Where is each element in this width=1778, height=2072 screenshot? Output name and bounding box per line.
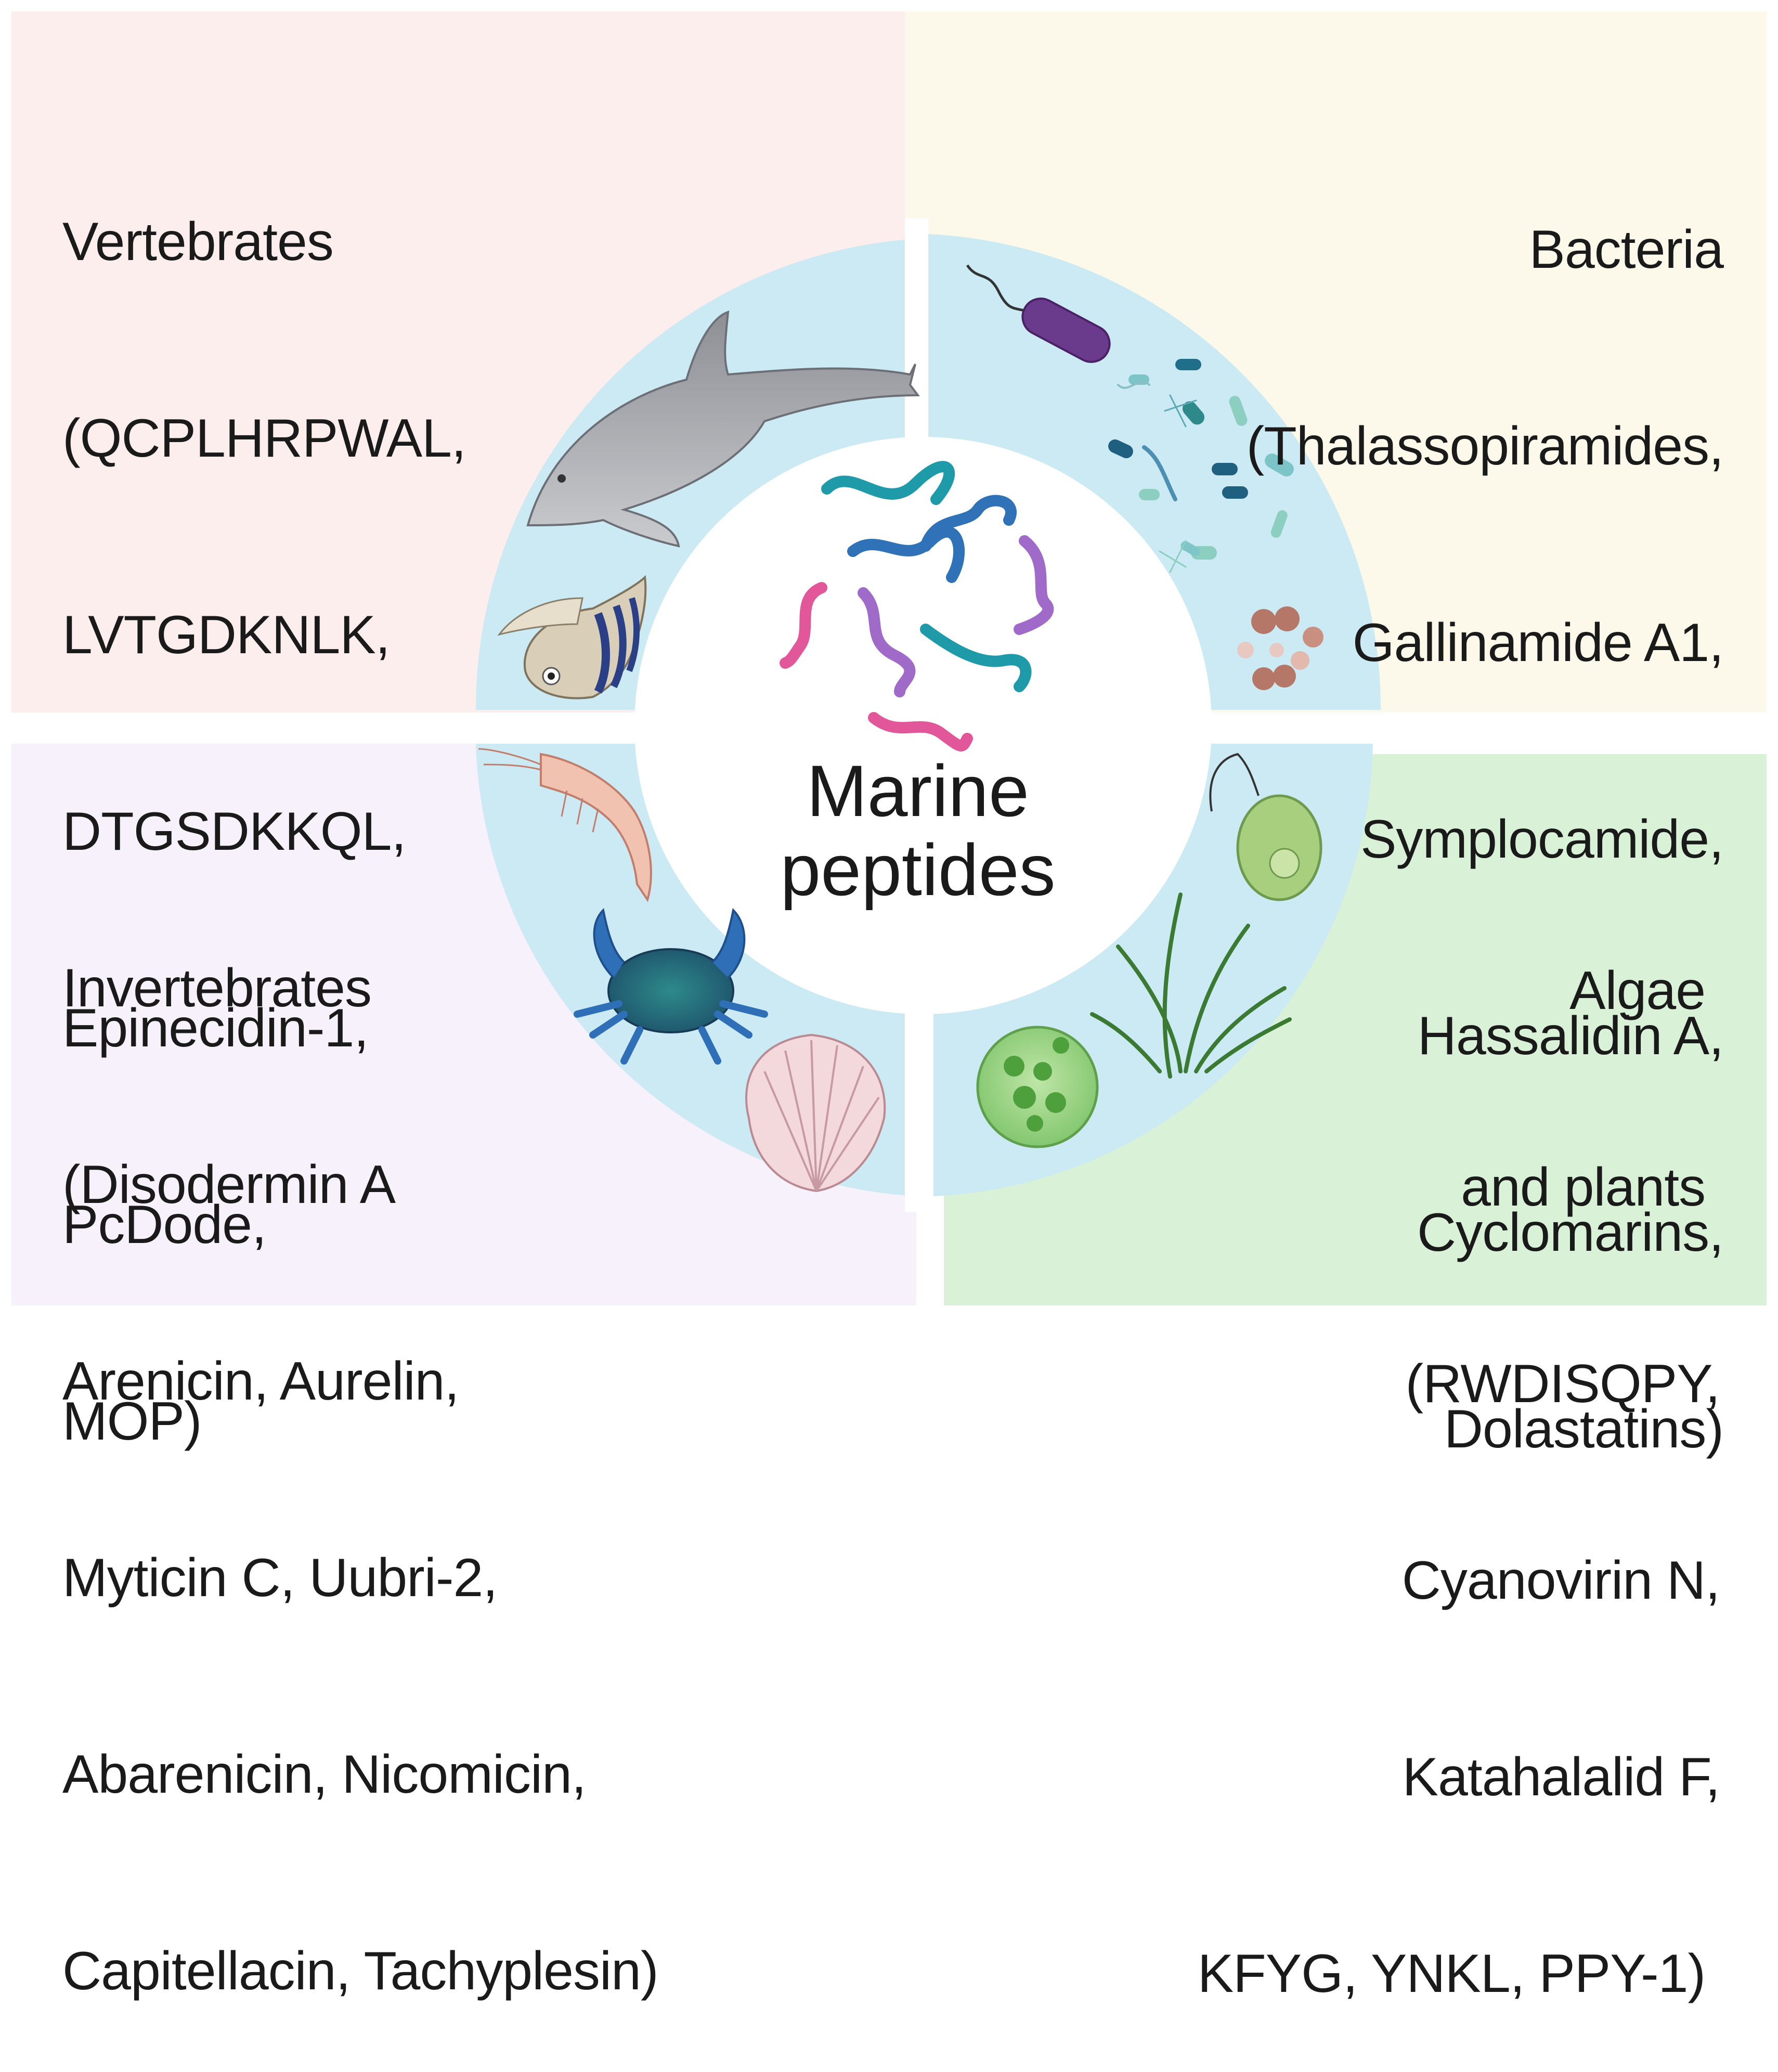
- invertebrates-item: Capitellacin, Tachyplesin): [62, 1941, 659, 2001]
- center-title-line: peptides: [780, 829, 1056, 911]
- bacteria-item: Symplocamide,: [1360, 809, 1724, 870]
- algae-item: Katahalalid F,: [1402, 1747, 1720, 1807]
- vertebrates-item: PcDode,: [62, 1195, 267, 1255]
- invertebrates-item: (Disodermin A: [62, 1155, 396, 1215]
- algae-label: Algae and plants (RWDISQPY, Cyanovirin N…: [1198, 827, 1720, 2072]
- vertebrates-heading: Vertebrates: [62, 212, 334, 272]
- cocci-icon: [1237, 606, 1323, 690]
- shrimp-icon: [478, 748, 652, 902]
- crab-icon: [574, 908, 768, 1065]
- green-algae-cell-icon: [976, 1026, 1099, 1148]
- dolphin-icon: [526, 310, 920, 548]
- invertebrates-item: Arenicin, Aurelin,: [62, 1351, 459, 1411]
- algae-item: Cyanovirin N,: [1401, 1550, 1720, 1611]
- bacteria-item: Cyclomarins,: [1417, 1202, 1724, 1263]
- algae-item: (RWDISQPY,: [1405, 1354, 1720, 1414]
- vertebrates-label: Vertebrates (QCPLHRPWAL, LVTGDKNLK, DTGS…: [62, 78, 466, 1520]
- invertebrates-label: Invertebrates (Disodermin A Arenicin, Au…: [62, 824, 659, 2069]
- euglena-icon: [1209, 753, 1322, 901]
- scallop-shell-icon: [745, 1033, 886, 1193]
- rod-bacterium-icon: [966, 264, 1111, 363]
- vertebrates-item: Epinecidin-1,: [62, 998, 369, 1058]
- algae-item: KFYG, YNKL, PPY-1): [1197, 1944, 1720, 2004]
- invertebrates-heading: Invertebrates: [62, 958, 372, 1018]
- vertebrates-item: DTGSDKKQL,: [62, 801, 406, 862]
- zebrafish-icon: [497, 575, 647, 700]
- bacteria-item: Gallinamide A1,: [1352, 613, 1724, 673]
- bacteria-label: Bacteria (Thalassopiramides, Gallinamide…: [1246, 86, 1724, 1527]
- center-title-line: Marine: [807, 750, 1029, 832]
- bacteria-item: Hassalidin A,: [1417, 1006, 1724, 1066]
- peptide-strands-icon: [780, 461, 1054, 752]
- bacteria-heading: Bacteria: [1529, 219, 1724, 280]
- vertebrates-item: (QCPLHRPWAL,: [62, 408, 466, 469]
- algae-heading: Algae: [1569, 961, 1720, 1021]
- vertebrates-item: LVTGDKNLK,: [62, 605, 391, 665]
- seagrass-icon: [1090, 892, 1292, 1079]
- center-title: Marine peptides: [754, 752, 1082, 910]
- bacteria-item: (Thalassopiramides,: [1246, 416, 1724, 476]
- marine-sources-ring: [475, 234, 1381, 1196]
- algae-heading: and plants: [1461, 1157, 1720, 1218]
- bacteria-cluster-icon: [1108, 359, 1294, 573]
- invertebrates-item: Myticin C, Uubri-2,: [62, 1548, 498, 1608]
- invertebrates-item: Abarenicin, Nicomicin,: [62, 1744, 587, 1805]
